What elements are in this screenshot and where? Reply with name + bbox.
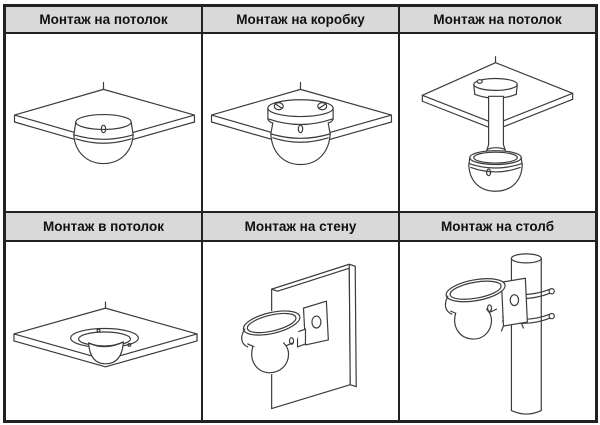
cell-wall-mount <box>203 242 398 420</box>
header-pole-mount: Монтаж на столб <box>400 213 595 240</box>
dome-camera-pole-mount-icon <box>444 253 555 415</box>
header-label: Монтаж на стену <box>244 219 357 234</box>
cell-in-ceiling-flush-mount <box>6 242 201 420</box>
cell-junction-box-mount <box>203 34 398 211</box>
header-label: Монтаж на столб <box>440 219 555 234</box>
header-pendant-mount: Монтаж на потолок <box>400 7 595 32</box>
dome-camera-in-ceiling-flush-mount-icon <box>13 301 198 368</box>
mount-options-table: Монтаж на потолок Монтаж на коробку Монт… <box>3 4 598 423</box>
header-label: Монтаж на потолок <box>39 12 168 27</box>
dome-camera-junction-box-mount-icon <box>210 81 393 166</box>
header-box-mount: Монтаж на коробку <box>203 7 398 32</box>
cell-pole-mount <box>400 242 595 420</box>
header-ceiling-mount: Монтаж на потолок <box>6 7 201 32</box>
header-in-ceiling-mount: Монтаж в потолок <box>6 213 201 240</box>
header-label: Монтаж на коробку <box>236 12 365 27</box>
cell-ceiling-surface-mount <box>6 34 201 211</box>
header-wall-mount: Монтаж на стену <box>203 213 398 240</box>
dome-camera-wall-mount-icon <box>240 263 357 410</box>
dome-camera-ceiling-pendant-mount-icon <box>421 56 574 192</box>
header-label: Монтаж на потолок <box>433 12 562 27</box>
cell-ceiling-pendant-mount <box>400 34 595 211</box>
header-label: Монтаж в потолок <box>43 219 164 234</box>
dome-camera-ceiling-surface-mount-icon <box>13 81 196 165</box>
